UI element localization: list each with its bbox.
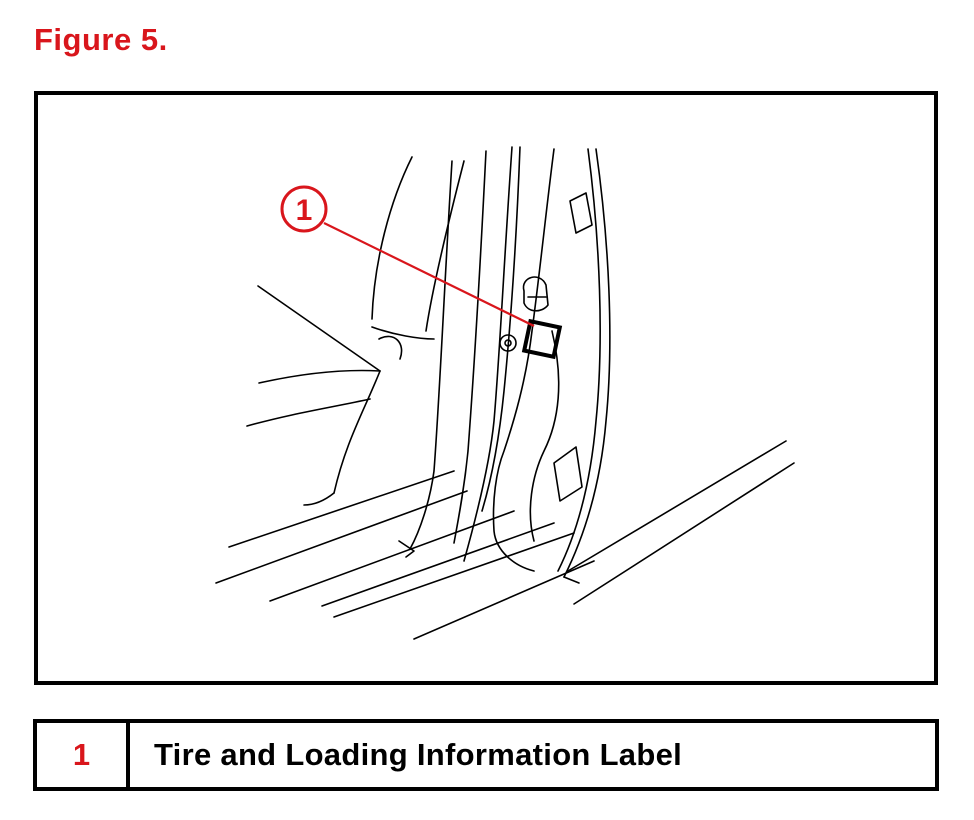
bolt-lower-inner	[504, 339, 512, 347]
callout-circle	[280, 185, 328, 233]
door-edge-back	[563, 576, 580, 584]
seat-shoulder	[371, 326, 435, 340]
pillar-latch-curve	[492, 148, 555, 572]
seat-back-inner	[425, 160, 465, 332]
bolt-lower	[499, 334, 517, 352]
door-edge-inner	[557, 148, 601, 572]
legend-number: 1	[37, 723, 130, 787]
callout-number: 1	[296, 194, 313, 227]
callout-1: 1	[280, 185, 535, 327]
figure-title: Figure 5.	[34, 22, 168, 57]
door-clip-lower	[553, 446, 583, 502]
seat-cushion-lower	[246, 398, 371, 427]
seat-back-outline	[371, 156, 413, 320]
label-location-square	[521, 318, 563, 360]
sill-line-1	[228, 470, 455, 548]
right-floor-line-2	[573, 462, 795, 605]
pillar-edge-4	[481, 146, 521, 512]
seat-belt-line	[257, 285, 381, 372]
striker-upper	[522, 276, 549, 312]
door-edge-outer	[563, 148, 611, 578]
sill-line-3	[269, 510, 515, 602]
seat-cushion-top	[258, 369, 381, 384]
diagram-frame: 1	[34, 91, 938, 685]
sill-step	[398, 540, 415, 558]
pillar-edge-2	[453, 150, 487, 544]
seat-cushion-front	[333, 370, 381, 494]
seat-bottom-curve	[303, 492, 335, 506]
sill-line-4	[321, 522, 555, 607]
pillar-latch-curve-inner	[529, 330, 560, 542]
pillar-edge-1	[409, 160, 453, 550]
vehicle-line-art	[215, 146, 795, 640]
door-pillar-illustration: 1	[215, 146, 795, 640]
sill-line-2	[215, 490, 468, 584]
legend-table: 1 Tire and Loading Information Label	[33, 719, 939, 791]
seat-side-shape	[378, 335, 403, 360]
callout-leader-line	[323, 222, 535, 327]
pillar-edge-3	[463, 146, 513, 562]
door-clip-upper	[569, 192, 593, 234]
legend-description: Tire and Loading Information Label	[154, 737, 683, 772]
sill-line-5	[333, 532, 575, 618]
right-floor-line-1	[567, 440, 787, 572]
floor-front-line	[413, 560, 595, 640]
